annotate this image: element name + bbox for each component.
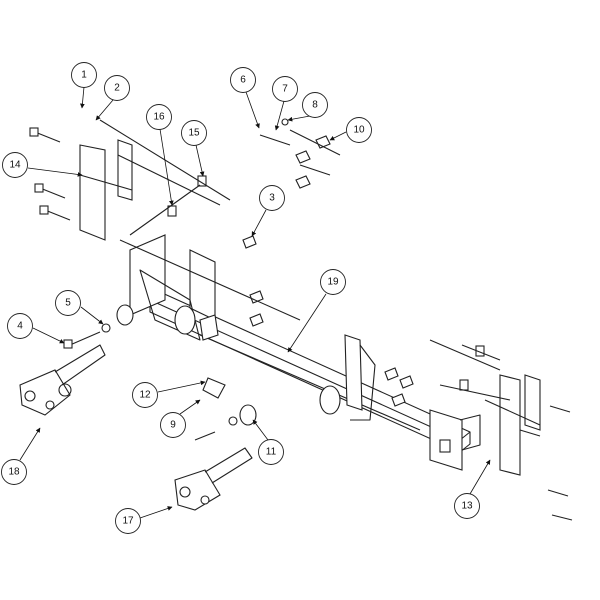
callout-number: 15 — [188, 128, 200, 139]
callout-circle — [302, 92, 328, 118]
callout-number: 10 — [353, 125, 365, 136]
callout-circle — [259, 185, 285, 211]
callout-4: 4 — [7, 313, 33, 339]
hardware — [29, 118, 573, 521]
callout-15: 15 — [181, 120, 207, 146]
upper-left-bracket — [79, 139, 133, 241]
callout-10: 10 — [346, 117, 372, 143]
callout-6: 6 — [230, 67, 256, 93]
callout-circle — [346, 117, 372, 143]
tow-brackets — [19, 344, 253, 511]
callout-1: 1 — [71, 62, 97, 88]
callout-circle — [258, 439, 284, 465]
right-bracket — [319, 334, 481, 471]
callout-7: 7 — [272, 76, 298, 102]
callout-number: 12 — [139, 390, 151, 401]
callout-13: 13 — [454, 493, 480, 519]
callout-5: 5 — [55, 290, 81, 316]
leader-lines — [19, 86, 491, 519]
callout-circle — [104, 75, 130, 101]
callout-16: 16 — [146, 104, 172, 130]
callout-number: 2 — [114, 83, 120, 94]
callout-circle — [181, 120, 207, 146]
callout-number: 5 — [65, 298, 71, 309]
left-bracket — [129, 234, 219, 341]
callout-circle — [272, 76, 298, 102]
callout-number: 18 — [8, 467, 20, 478]
callout-2: 2 — [104, 75, 130, 101]
callout-number: 14 — [9, 160, 21, 171]
callout-8: 8 — [302, 92, 328, 118]
callout-12: 12 — [132, 382, 158, 408]
callout-circle — [71, 62, 97, 88]
callout-number: 7 — [282, 84, 288, 95]
callout-number: 3 — [269, 193, 275, 204]
callout-circle — [115, 508, 141, 534]
callout-circle — [1, 459, 27, 485]
right-side-bracket — [484, 374, 541, 476]
callout-circle — [230, 67, 256, 93]
callout-circle — [7, 313, 33, 339]
callout-number: 16 — [153, 112, 165, 123]
callout-number: 19 — [327, 277, 339, 288]
callout-circle — [454, 493, 480, 519]
callout-circle — [146, 104, 172, 130]
callout-number: 1 — [81, 70, 87, 81]
callout-number: 9 — [170, 420, 176, 431]
callout-18: 18 — [1, 459, 27, 485]
callout-number: 8 — [312, 100, 318, 111]
callout-circle — [2, 152, 28, 178]
callout-number: 11 — [266, 447, 277, 458]
callout-9: 9 — [160, 412, 186, 438]
callout-number: 17 — [122, 516, 134, 527]
callout-19: 19 — [320, 269, 346, 295]
callout-number: 6 — [240, 75, 246, 86]
callout-circle — [320, 269, 346, 295]
callout-number: 4 — [17, 321, 23, 332]
callout-14: 14 — [2, 152, 28, 178]
callout-11: 11 — [258, 439, 284, 465]
callout-3: 3 — [259, 185, 285, 211]
callout-circle — [55, 290, 81, 316]
callout-17: 17 — [115, 508, 141, 534]
callout-circle — [132, 382, 158, 408]
callout-number: 13 — [461, 501, 473, 512]
main-crossbar — [149, 291, 471, 453]
callout-circle — [160, 412, 186, 438]
